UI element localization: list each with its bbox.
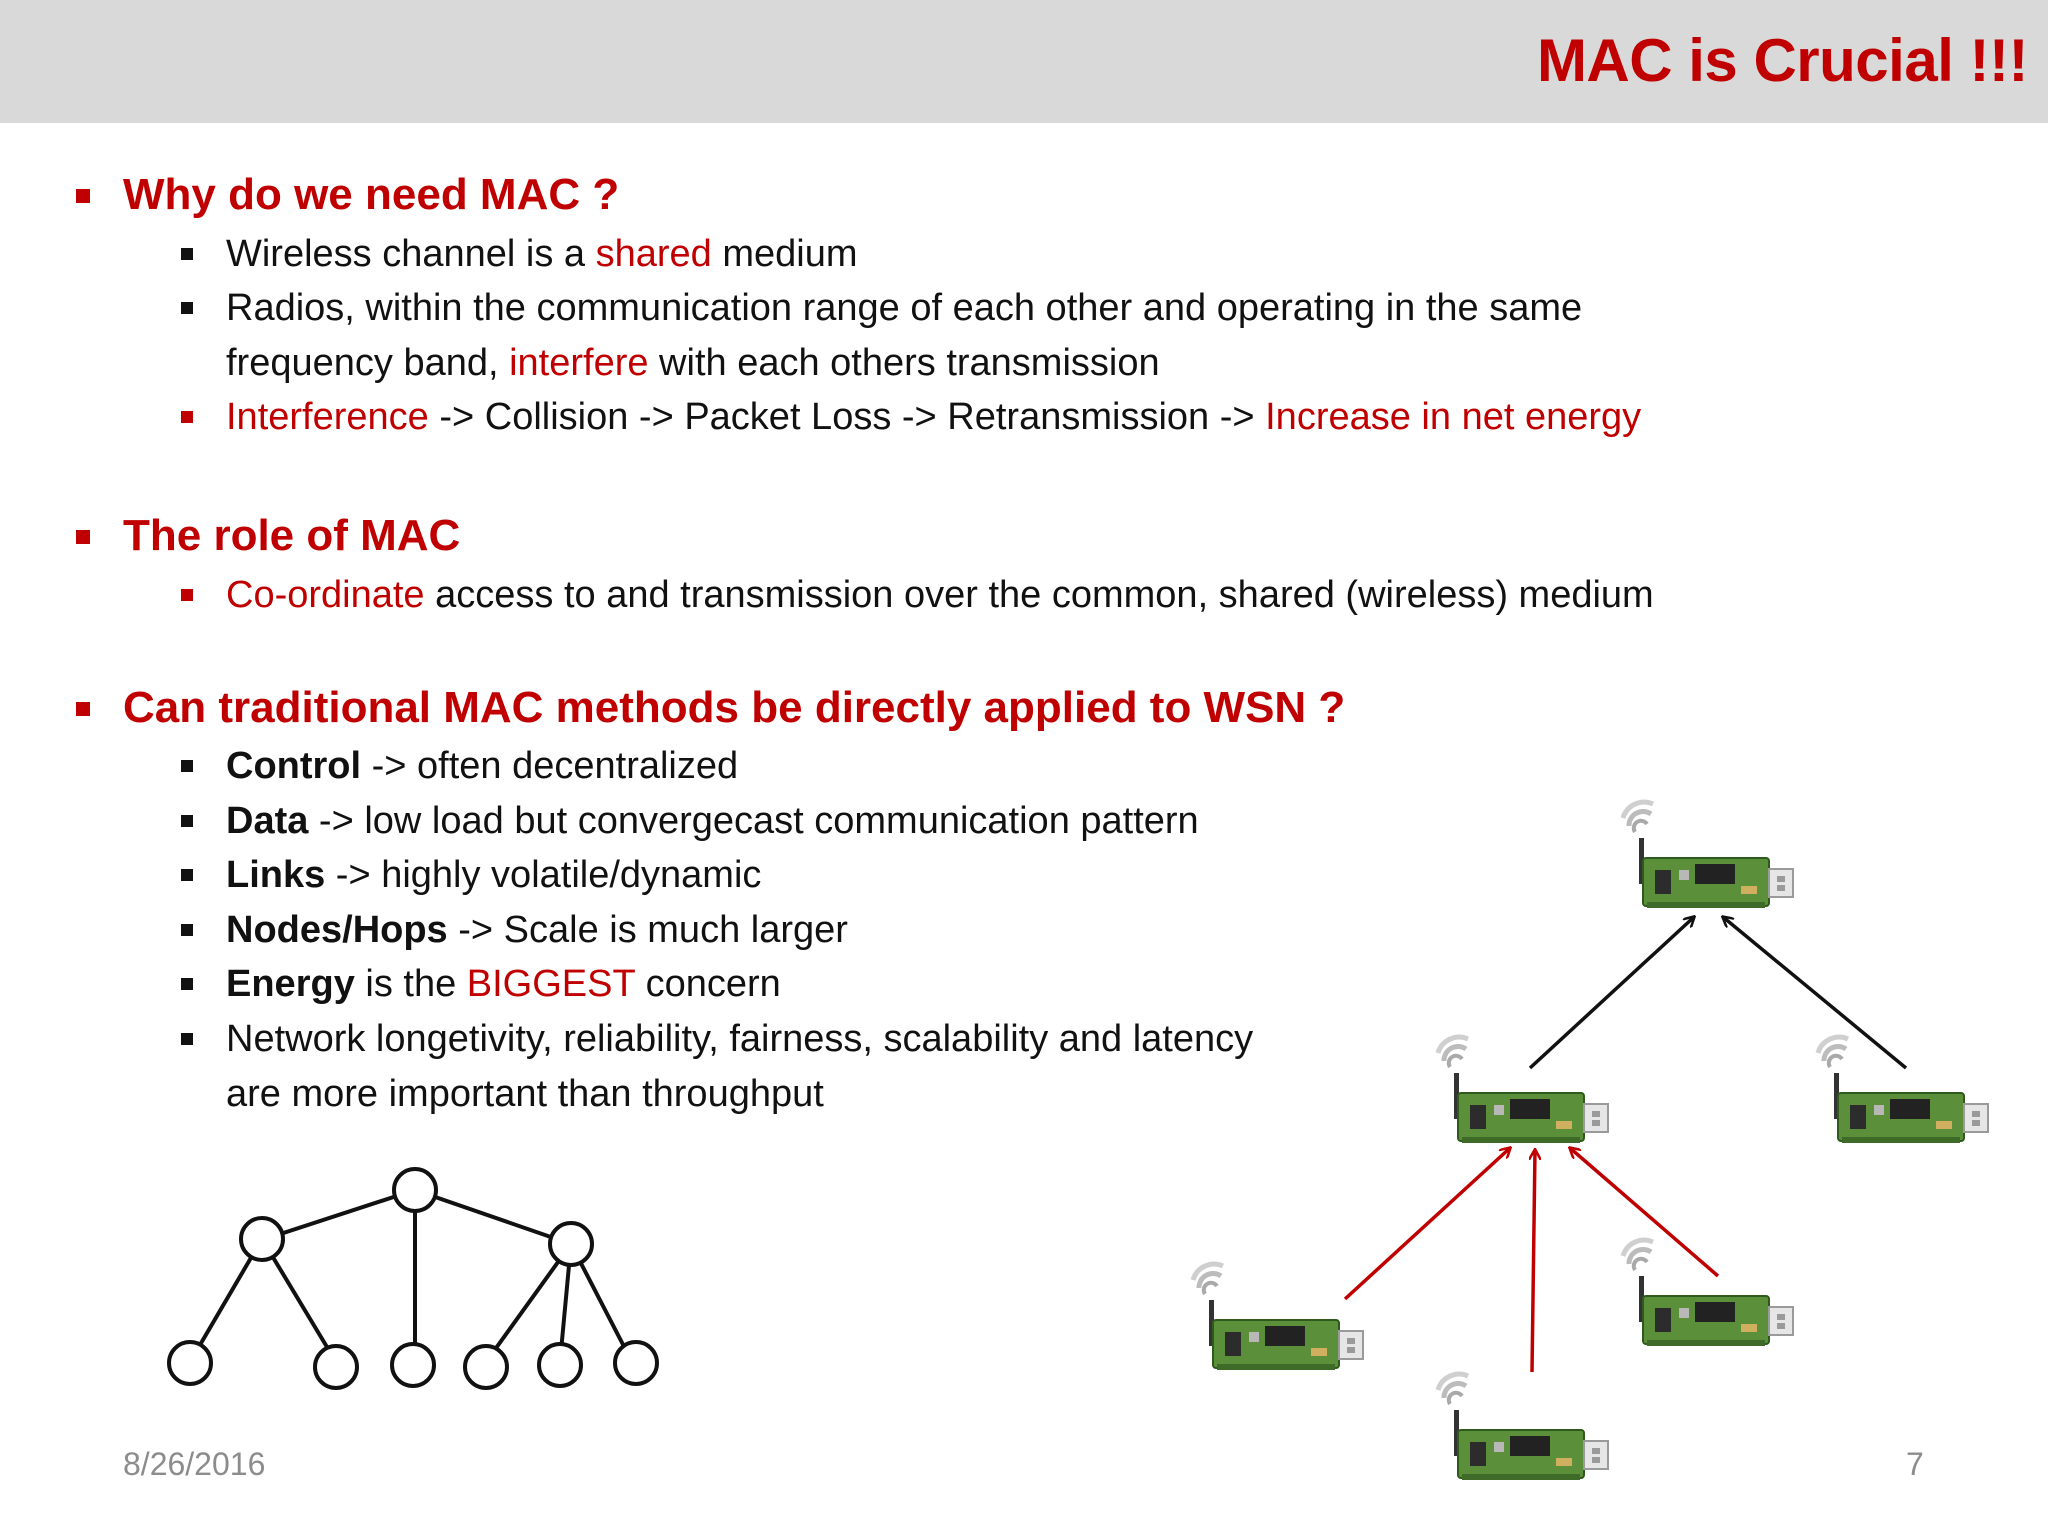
- bullet-radios: Radios, within the communication range o…: [180, 281, 1583, 391]
- section-heading-role-of-mac: The role of MAC: [75, 511, 461, 560]
- bullet-text: with each others transmission: [648, 342, 1160, 384]
- bullet-control: Control -> often decentralized: [180, 739, 739, 794]
- bullet-text: is the: [354, 963, 467, 1005]
- bullet-links: Links -> highly volatile/dynamic: [180, 848, 762, 903]
- bullet-shared-medium: Wireless channel is a shared medium: [181, 227, 858, 282]
- header-bar: MAC is Crucial !!!: [0, 0, 2048, 123]
- section-heading-traditional-mac: Can traditional MAC methods be directly …: [75, 683, 1346, 732]
- highlight-interference: Interference: [226, 396, 429, 438]
- bullet-text: -> often decentralized: [361, 745, 739, 787]
- bullet-text: Radios, within the communication range o…: [226, 287, 1583, 329]
- sensor-node-icon: [1193, 1264, 1363, 1370]
- bullet-text: -> Collision -> Packet Loss -> Retransmi…: [428, 396, 1266, 438]
- highlight-biggest: BIGGEST: [466, 963, 636, 1005]
- highlight-increase-energy: Increase in net energy: [1265, 396, 1642, 438]
- sensor-node-icon: [1818, 1037, 1988, 1143]
- bullet-text: -> low load but convergecast communicati…: [308, 800, 1199, 842]
- bullet-text: -> Scale is much larger: [447, 909, 848, 951]
- page-number: 7: [1906, 1446, 1924, 1482]
- highlight-coordinate: Co-ordinate: [226, 574, 425, 616]
- section-heading-why-mac: Why do we need MAC ?: [75, 170, 620, 219]
- bullet-bold: Energy: [226, 963, 355, 1005]
- bullet-network-longevity: Network longetivity, reliability, fairne…: [180, 1012, 1254, 1122]
- sensor-node-icon: [1438, 1374, 1608, 1480]
- link-arrows: [1343, 917, 1908, 1373]
- highlight-shared: shared: [595, 233, 712, 275]
- bullet-text: are more important than throughput: [226, 1073, 824, 1115]
- bullet-interference-chain: Interference -> Collision -> Packet Loss…: [180, 390, 1642, 445]
- bullet-bold: Control: [226, 745, 362, 787]
- bullet-text: access to and transmission over the comm…: [424, 574, 1654, 616]
- slide-title: MAC is Crucial !!!: [1536, 27, 2029, 94]
- bullet-coordinate: Co-ordinate access to and transmission o…: [181, 568, 1654, 623]
- bullet-text: Wireless channel is a: [226, 233, 596, 275]
- footer-date: 8/26/2016: [123, 1446, 266, 1482]
- bullet-data: Data -> low load but convergecast commun…: [181, 794, 1199, 849]
- bullet-text: -> highly volatile/dynamic: [325, 854, 762, 896]
- sensor-node-icon: [1438, 1037, 1608, 1143]
- bullet-bold: Data: [226, 800, 309, 842]
- bullet-text: medium: [711, 233, 858, 275]
- bullet-energy: Energy is the BIGGEST concern: [181, 957, 781, 1012]
- bullet-text: Network longetivity, reliability, fairne…: [226, 1018, 1254, 1060]
- sensor-node-icon: [1623, 802, 1793, 908]
- highlight-interfere: interfere: [509, 342, 649, 384]
- bullet-bold: Nodes/Hops: [226, 909, 448, 951]
- bullet-nodes-hops: Nodes/Hops -> Scale is much larger: [181, 903, 848, 958]
- bullet-text: concern: [635, 963, 781, 1005]
- bullet-bold: Links: [226, 854, 326, 896]
- sensor-node-icon: [1623, 1240, 1793, 1346]
- bullet-text: frequency band,: [226, 342, 510, 384]
